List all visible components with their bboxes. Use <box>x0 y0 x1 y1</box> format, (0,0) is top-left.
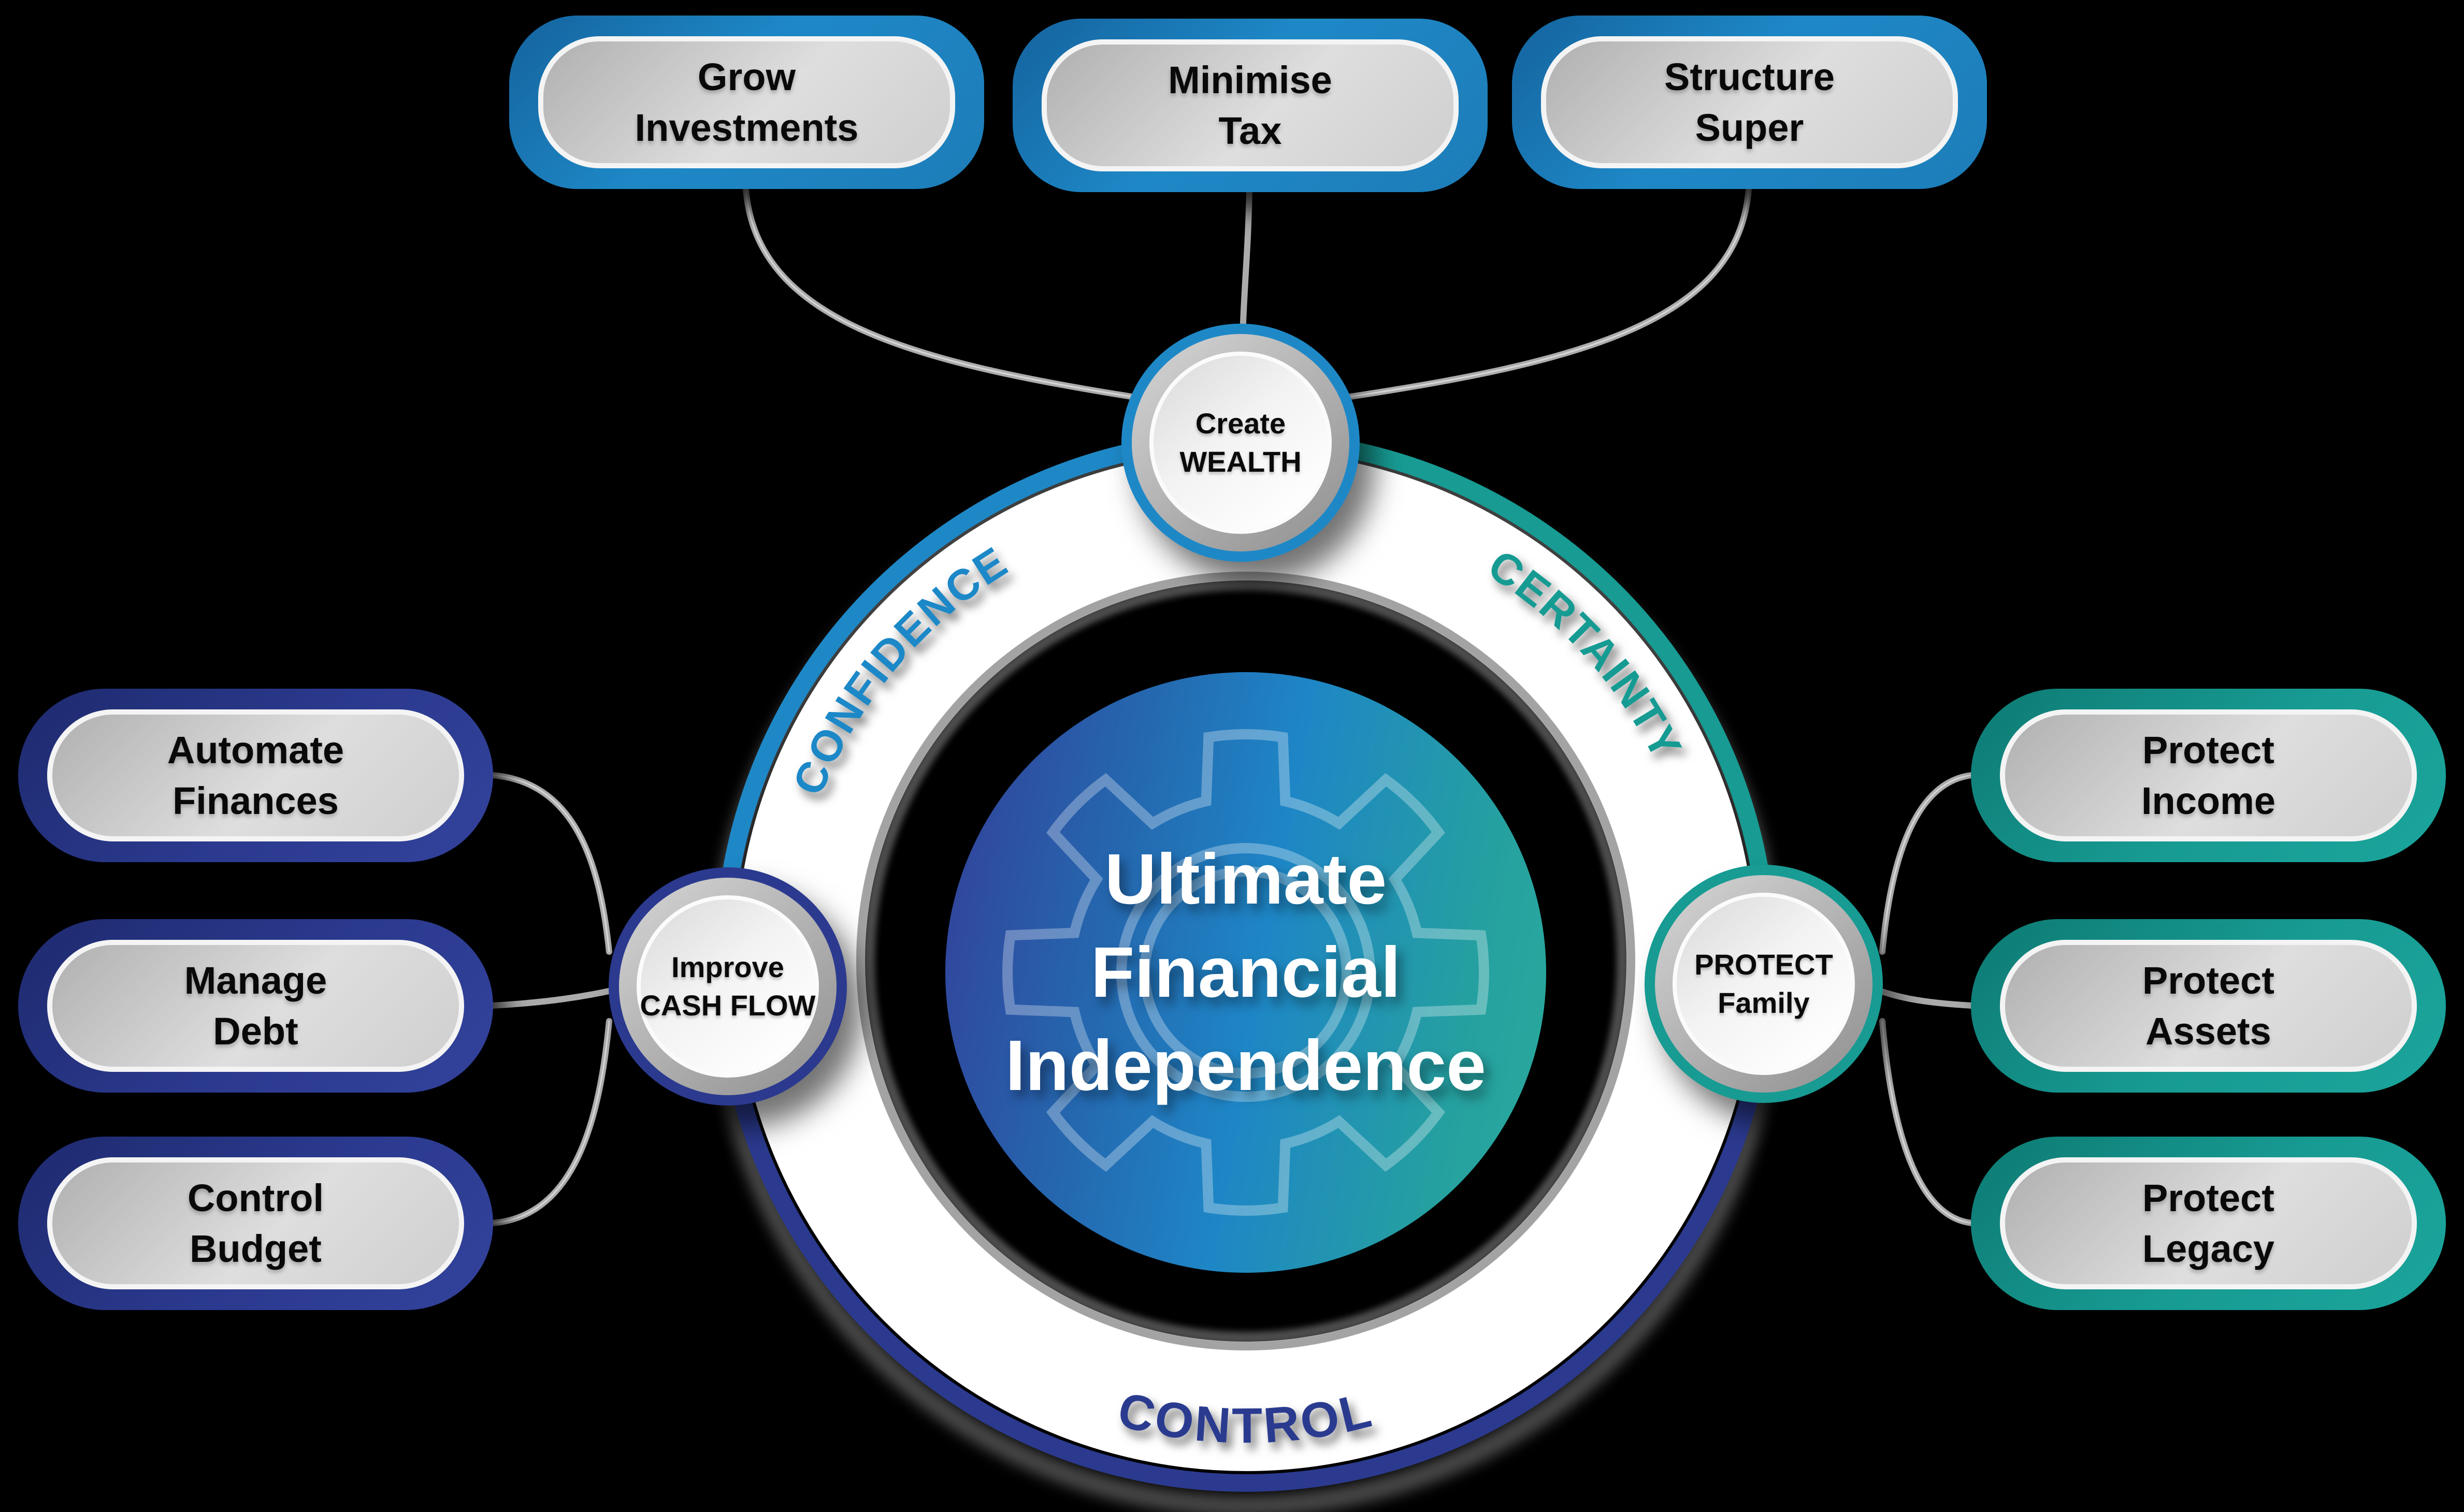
connector-assets-to-family <box>1875 987 1975 1009</box>
ring-arc-confidence <box>714 430 1241 987</box>
node-improve-cashflow-label: Improve CASH FLOW <box>609 867 847 1106</box>
node-improve-cashflow: Improve CASH FLOW <box>609 867 847 1106</box>
center-circle: Ultimate Financial Independence <box>945 672 1546 1273</box>
gear-icon <box>1002 729 1489 1216</box>
connector-lines <box>489 186 1975 1226</box>
center-title-line1: Ultimate <box>1104 839 1387 919</box>
node-create-wealth: Create WEALTH <box>1121 324 1360 562</box>
node-label-line: PROTECT <box>1694 948 1833 981</box>
node-inner-circle <box>1149 352 1332 534</box>
connector-manage-to-cashflow <box>489 987 617 1009</box>
center-title-line3: Independence <box>1005 1026 1486 1106</box>
node-label-line: WEALTH <box>1179 445 1302 478</box>
node-label-line: Family <box>1718 986 1810 1019</box>
ring-inner-shadow <box>862 578 1629 1344</box>
node-inner-circle <box>1673 893 1855 1075</box>
node-inner-circle <box>637 895 819 1078</box>
connector-minimise-to-wealth <box>1240 186 1252 340</box>
node-create-wealth-label: Create WEALTH <box>1121 324 1360 562</box>
connector-highlight <box>491 188 1973 1224</box>
ring-arc-certainty <box>1240 430 1777 984</box>
center-title: Ultimate Financial Independence <box>1005 833 1486 1112</box>
node-label-line: Improve <box>671 951 784 983</box>
connector-structure-to-wealth <box>1333 186 1752 402</box>
node-label-line: CASH FLOW <box>640 989 816 1022</box>
ring-inner-border <box>856 572 1635 1350</box>
connector-grow-to-wealth <box>743 186 1148 402</box>
node-protect-family: PROTECT Family <box>1645 865 1883 1103</box>
center-title-line2: Financial <box>1090 933 1401 1012</box>
ring-arc-control <box>715 983 1776 1492</box>
node-protect-family-label: PROTECT Family <box>1645 865 1883 1103</box>
node-label-line: Create <box>1195 407 1286 440</box>
